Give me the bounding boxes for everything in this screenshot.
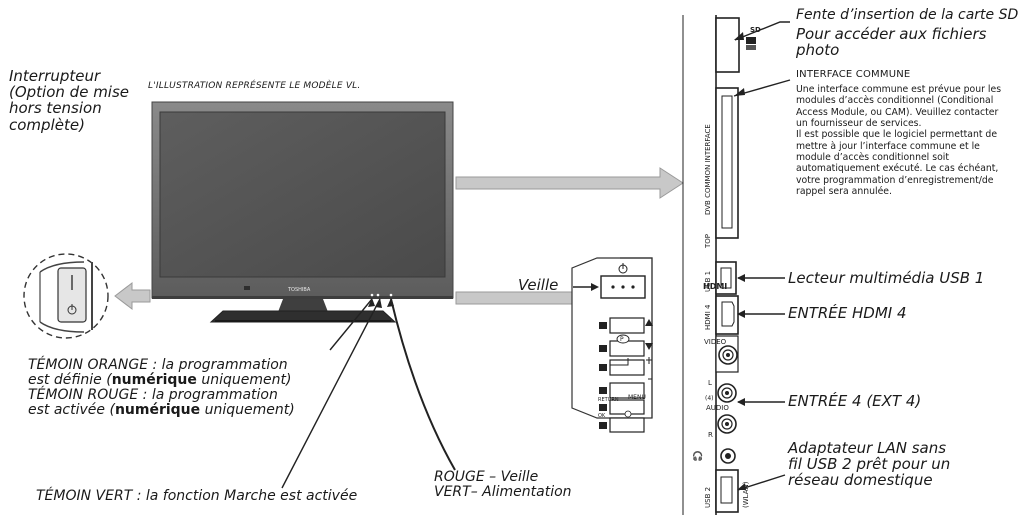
lan-line-1: Adaptateur LAN sans bbox=[788, 439, 947, 457]
lan-line-3: réseau domestique bbox=[788, 471, 933, 490]
ci-title: INTERFACE COMMUNE bbox=[796, 69, 911, 80]
interrupteur-line-2: (Option de mise bbox=[9, 83, 130, 102]
veille-label: Veille bbox=[518, 276, 559, 294]
interrupteur-line-4: complète) bbox=[9, 115, 85, 134]
power-switch bbox=[57, 267, 87, 323]
interrupteur-label: Interrupteur (Option de mise hors tensio… bbox=[9, 68, 129, 133]
usb1-label: USB 1 bbox=[704, 270, 712, 292]
audio-label: AUDIO bbox=[706, 404, 729, 412]
sd-label-2: Pour accéder aux fichiers photo bbox=[796, 25, 987, 60]
tv-stand-neck bbox=[278, 299, 328, 312]
vol-up-button-graphic bbox=[609, 359, 645, 376]
menu-label: MENU bbox=[628, 394, 646, 401]
prog-up-button-graphic bbox=[609, 317, 645, 334]
prog-down-button-graphic bbox=[609, 340, 645, 357]
leader-lines bbox=[281, 21, 791, 491]
interrupteur-line-3: hors tension bbox=[9, 99, 102, 118]
tv-led bbox=[370, 293, 374, 297]
temoin-orange-line-1: TÉMOIN ORANGE : la programmation bbox=[28, 357, 288, 373]
entree4-description: ENTRÉE 4 (EXT 4) bbox=[788, 392, 922, 410]
input-button-graphic bbox=[609, 417, 645, 433]
sd-label: Fente d’insertion de la carte SD bbox=[796, 7, 1019, 23]
ci-line-10: rappel sera annulée. bbox=[796, 185, 892, 197]
rouge-vert-labels: ROUGE – Veille VERT– Alimentation bbox=[434, 469, 572, 501]
ci-line-9: votre programmation d’enregistrement/de bbox=[796, 174, 994, 186]
video-label: VIDEO bbox=[704, 338, 727, 346]
r-label: R bbox=[708, 431, 713, 439]
tv-sensor bbox=[244, 286, 250, 290]
hdmi4-description: ENTRÉE HDMI 4 bbox=[788, 304, 907, 322]
ci-line-7: module d’accès conditionnel soit bbox=[796, 151, 949, 163]
usb2-port bbox=[715, 469, 739, 513]
buttons-panel bbox=[571, 257, 653, 433]
temoin-labels: TÉMOIN ORANGE : la programmation est déf… bbox=[28, 357, 295, 419]
p-button-label: P bbox=[620, 336, 624, 343]
model-note: L'ILLUSTRATION REPRÉSENTE LE MODÈLE VL. bbox=[148, 81, 361, 91]
temoin-rouge-line-1: TÉMOIN ROUGE : la programmation bbox=[28, 387, 278, 404]
arrow-to-ci bbox=[455, 167, 684, 199]
connector-panel: SD 🎧 bbox=[682, 15, 761, 515]
temoin-rouge-line-2: est activée (numérique uniquement) bbox=[28, 402, 295, 419]
sd-line-2: Pour accéder aux fichiers bbox=[796, 25, 987, 43]
tv-screen bbox=[159, 111, 446, 278]
switch-inset bbox=[23, 253, 109, 339]
vert-alim-label: VERT– Alimentation bbox=[434, 484, 572, 501]
wlan-label: (WLAN) bbox=[742, 481, 750, 508]
ci-line-1: Une interface commune est prévue pour le… bbox=[796, 84, 1002, 95]
l-label: L bbox=[708, 379, 712, 387]
usb2-label: USB 2 bbox=[704, 486, 712, 508]
ok-label: OK bbox=[598, 413, 606, 419]
temoin-orange-line-2: est définie (numérique uniquement) bbox=[28, 372, 292, 389]
tv-brand: TOSHIBA bbox=[287, 287, 311, 293]
interrupteur-line-1: Interrupteur bbox=[9, 67, 101, 85]
lan-line-2: fil USB 2 prêt pour un bbox=[788, 455, 951, 474]
vol-down-button-graphic bbox=[609, 382, 645, 399]
sd-line-3: photo bbox=[796, 41, 840, 60]
hdmi-logo: HDMI bbox=[703, 282, 727, 291]
sd-logo-icon: SD bbox=[750, 26, 761, 34]
ci-description: Une interface commune est prévue pour le… bbox=[796, 84, 1024, 197]
arrow-to-switch bbox=[114, 281, 151, 311]
ci-line-3: Access Module, ou CAM). Veuillez contact… bbox=[796, 106, 999, 118]
in-label: (4) bbox=[705, 395, 714, 402]
tv-stand-base bbox=[209, 310, 397, 323]
ci-line-8: automatiquement exécuté. Le cas échéant, bbox=[796, 163, 999, 175]
top-label: TOP bbox=[704, 233, 712, 248]
tv-illustration bbox=[151, 101, 454, 323]
hdmi4-label: HDMI 4 bbox=[704, 304, 712, 330]
ci-slot-label: DVB COMMON INTERFACE bbox=[704, 124, 712, 215]
temoin-vert-label: TÉMOIN VERT : la fonction Marche est act… bbox=[36, 488, 358, 504]
usb1-description: Lecteur multimédia USB 1 bbox=[788, 269, 985, 287]
arrow-heads bbox=[368, 32, 746, 490]
ci-line-4: un fournisseur de services. bbox=[796, 117, 922, 129]
return-label: RETURN bbox=[598, 397, 619, 403]
ci-line-6: mettre à jour l’interface commune et le bbox=[796, 140, 980, 152]
sd-slot bbox=[715, 17, 740, 73]
ci-line-2: modules d’accès conditionnel (Conditiona… bbox=[796, 95, 994, 107]
headphone-icon: 🎧 bbox=[692, 450, 703, 462]
lan-description: Adaptateur LAN sans fil USB 2 prêt pour … bbox=[788, 440, 950, 489]
rouge-veille-label: ROUGE – Veille bbox=[434, 469, 539, 485]
ci-line-5: Il est possible que le logiciel permetta… bbox=[796, 129, 998, 141]
sd-line-1: Fente d’insertion de la carte SD bbox=[796, 7, 1019, 23]
